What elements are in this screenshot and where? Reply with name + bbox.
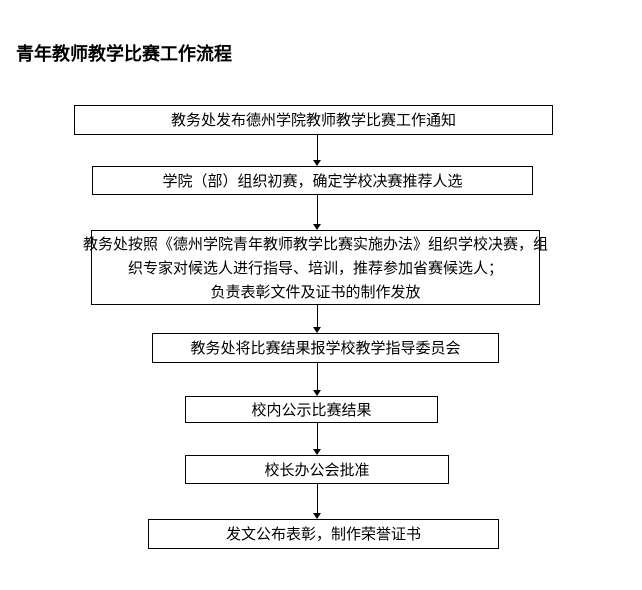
arrow-shaft [317,135,318,162]
down-arrow-connector [313,304,322,333]
arrow-head-icon [313,160,321,166]
arrow-shaft [317,304,318,329]
flow-step-notice: 教务处发布德州学院教师教学比赛工作通知 [74,105,553,135]
flow-step-text: 教务处将比赛结果报学校教学指导委员会 [190,339,461,357]
arrow-shaft [317,363,318,392]
arrow-head-icon [313,513,321,519]
arrow-head-icon [313,390,321,396]
down-arrow-connector [313,363,322,396]
flow-step-approval: 校长办公会批准 [185,455,449,484]
arrow-head-icon [313,224,321,230]
flow-step-publicity: 校内公示比赛结果 [185,396,438,423]
down-arrow-connector [313,423,322,455]
arrow-head-icon [313,327,321,333]
down-arrow-connector [313,135,322,166]
flow-step-text: 发文公布表彰，制作荣誉证书 [225,525,421,543]
down-arrow-connector [313,195,322,230]
flow-step-school-finals: 教务处按照《德州学院青年教师教学比赛实施办法》组织学校决赛，组 织专家对候选人进… [83,230,548,305]
arrow-head-icon [313,449,321,455]
flow-step-text: 教务处发布德州学院教师教学比赛工作通知 [170,111,456,129]
flow-step-preliminary: 学院（部）组织初赛，确定学校决赛推荐人选 [92,166,533,195]
arrow-shaft [317,195,318,226]
flow-step-text: 校内公示比赛结果 [251,400,372,419]
arrow-shaft [317,484,318,515]
flow-step-text: 学院（部）组织初赛，确定学校决赛推荐人选 [162,171,463,190]
down-arrow-connector [313,484,322,519]
flow-step-announcement: 发文公布表彰，制作荣誉证书 [148,519,499,549]
page-title: 青年教师教学比赛工作流程 [16,44,232,65]
flow-step-report-results: 教务处将比赛结果报学校教学指导委员会 [152,333,499,363]
flow-step-text: 教务处按照《德州学院青年教师教学比赛实施办法》组织学校决赛，组 [83,234,549,253]
arrow-shaft [317,423,318,451]
flow-step-text: 织专家对候选人进行指导、培训，推荐参加省赛候选人； [127,258,503,277]
flow-step-text: 负责表彰文件及证书的制作发放 [210,282,421,301]
flow-step-text: 校长办公会批准 [264,460,370,479]
